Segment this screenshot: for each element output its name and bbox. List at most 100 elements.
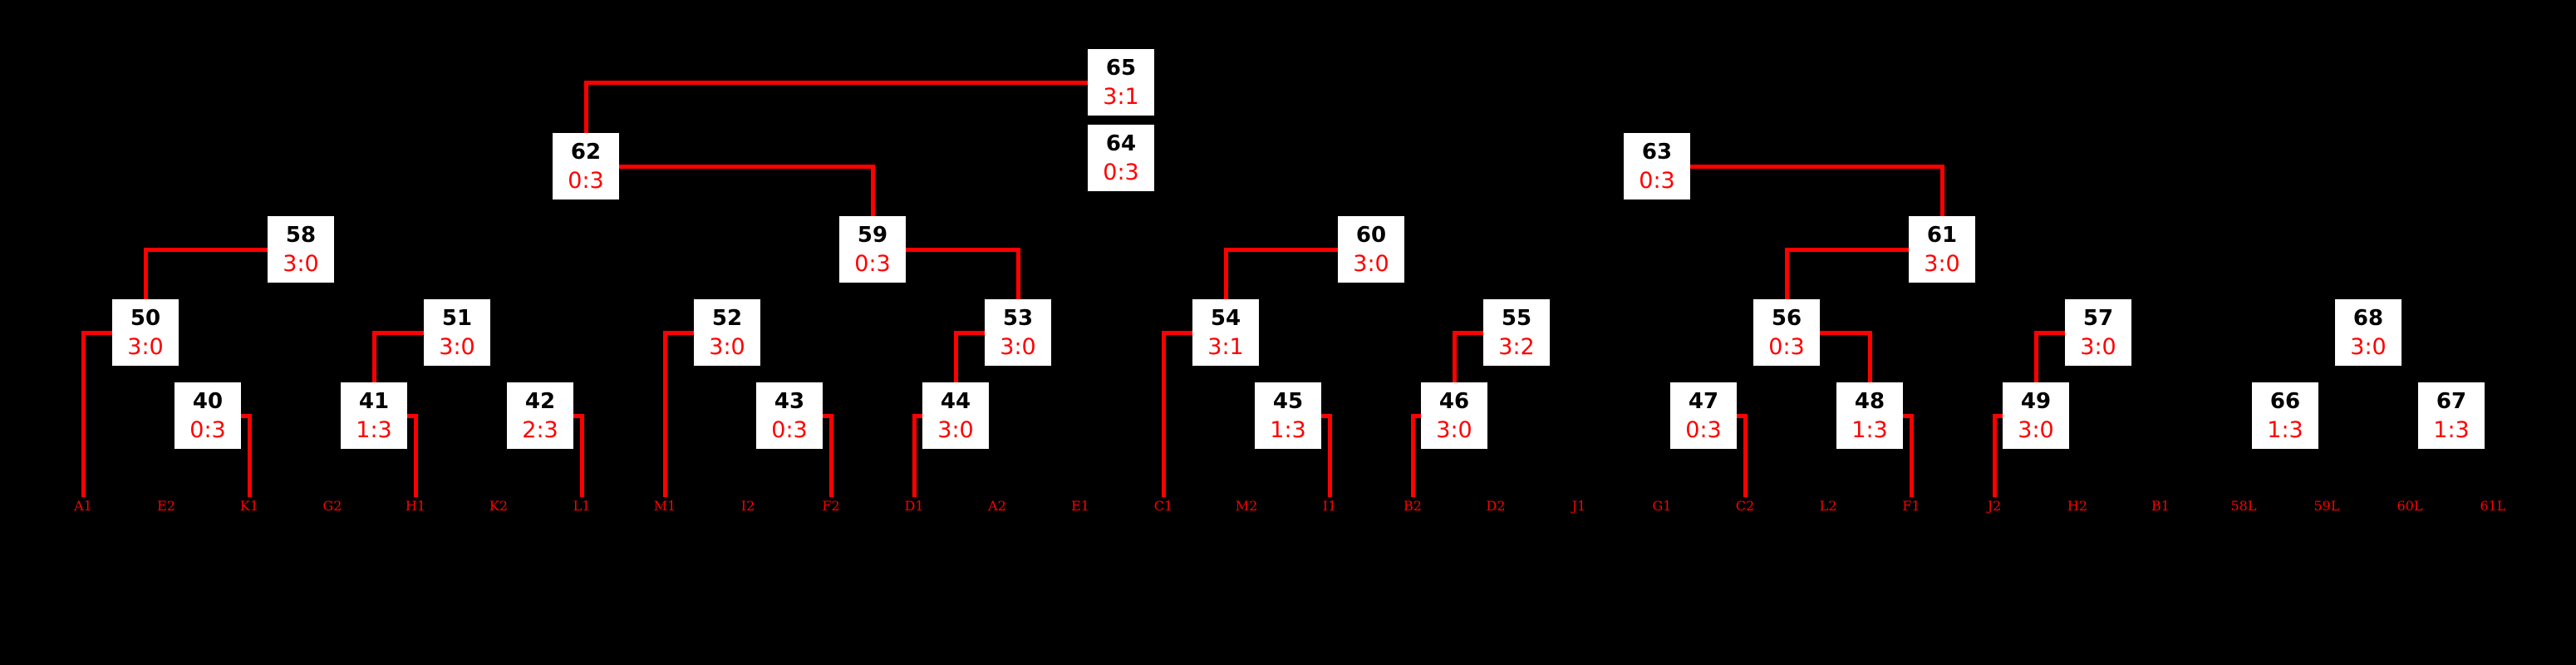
match-score: 3:0 [439, 333, 475, 360]
leaf-label-G2: G2 [322, 498, 342, 514]
leaf-label-L2: L2 [1819, 498, 1837, 514]
bracket-connector-line [1939, 164, 1944, 216]
leaf-label-F1: F1 [1902, 498, 1920, 514]
match-score: 3:0 [1353, 250, 1389, 277]
match-number: 54 [1210, 305, 1241, 331]
match-score: 3:0 [1000, 333, 1036, 360]
match-number: 60 [1355, 222, 1387, 248]
match-number: 48 [1854, 388, 1885, 414]
match-score: 0:3 [1103, 159, 1139, 185]
bracket-connector-line [1223, 247, 1228, 299]
leaf-label-60L: 60L [2397, 498, 2423, 514]
leaf-label-A1: A1 [74, 498, 92, 514]
bracket-connector-line [953, 330, 985, 335]
bracket-connector-line [1410, 413, 1415, 497]
match-number: 52 [711, 305, 743, 331]
match-score: 0:3 [854, 250, 891, 277]
bracket-connector-line [1743, 413, 1748, 497]
bracket-connector-line [1820, 330, 1872, 335]
bracket-connector-line [1784, 247, 1789, 299]
match-score: 0:3 [189, 416, 226, 443]
bracket-connector-line [407, 413, 418, 418]
match-score: 0:3 [1768, 333, 1805, 360]
bracket-connector-line [1327, 413, 1332, 497]
match-number: 56 [1771, 305, 1802, 331]
match-score: 0:3 [568, 167, 604, 194]
bracket-connector-line [371, 330, 376, 382]
bracket-connector-line [1161, 330, 1166, 497]
bracket-connector-line [579, 413, 584, 497]
bracket-connector-line [247, 413, 252, 497]
bracket-connector-line [1321, 413, 1332, 418]
match-score: 0:3 [1685, 416, 1722, 443]
match-number: 50 [130, 305, 161, 331]
leaf-label-61L: 61L [2480, 498, 2506, 514]
match-score: 1:3 [356, 416, 392, 443]
leaf-label-I2: I2 [740, 498, 755, 514]
leaf-label-C1: C1 [1153, 498, 1173, 514]
leaf-label-J2: J2 [1987, 498, 2002, 514]
bracket-connector-line [143, 247, 268, 252]
bracket-connector-line [143, 247, 148, 299]
bracket-connector-line [1223, 247, 1338, 252]
bracket-connector-line [583, 80, 588, 133]
bracket-connector-line [1015, 247, 1020, 299]
bracket-connector-line [823, 413, 833, 418]
bracket-connector-line [1452, 330, 1457, 382]
leaf-label-A2: A2 [988, 498, 1006, 514]
match-number: 45 [1272, 388, 1304, 414]
bracket-connector-line [662, 330, 667, 497]
match-number: 51 [441, 305, 473, 331]
match-score: 3:0 [1924, 250, 1960, 277]
leaf-label-K2: K2 [489, 498, 509, 514]
match-number: 66 [2269, 388, 2301, 414]
match-number: 59 [857, 222, 888, 248]
match-score: 1:3 [2267, 416, 2303, 443]
leaf-label-C2: C2 [1735, 498, 1755, 514]
bracket-connector-line [828, 413, 833, 497]
match-score: 3:0 [127, 333, 164, 360]
leaf-label-H1: H1 [405, 498, 426, 514]
match-score: 3:0 [1436, 416, 1472, 443]
match-score: 1:3 [1270, 416, 1306, 443]
leaf-label-H2: H2 [2067, 498, 2088, 514]
match-score: 3:0 [937, 416, 974, 443]
match-score: 3:2 [1498, 333, 1535, 360]
leaf-label-G1: G1 [1652, 498, 1672, 514]
match-number: 42 [524, 388, 556, 414]
bracket-connector-line [1867, 330, 1872, 382]
match-score: 3:0 [2018, 416, 2054, 443]
match-score: 3:1 [1207, 333, 1244, 360]
leaf-label-E1: E1 [1071, 498, 1089, 514]
